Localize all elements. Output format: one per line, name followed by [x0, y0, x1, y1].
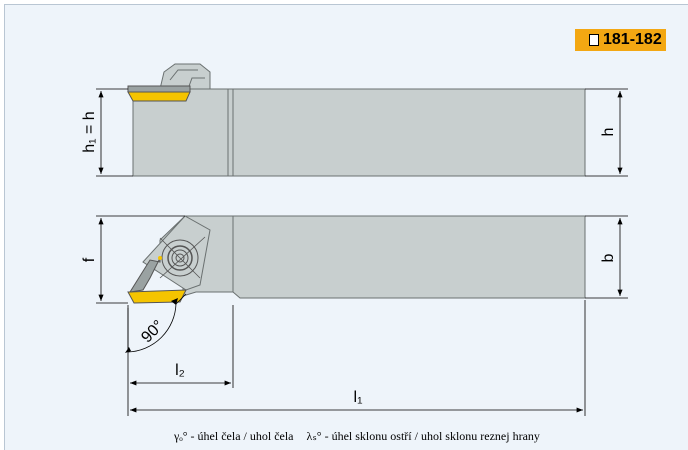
label-f: f [81, 257, 98, 262]
dimension-lines [96, 88, 628, 416]
label-h: h [600, 128, 617, 137]
page-reference-text: 181-182 [603, 31, 662, 48]
insert-top [127, 91, 191, 102]
legend-lambda: λₛ° - úhel sklonu ostří / uhol sklonu re… [306, 429, 540, 443]
legend: γₒ° - úhel čela / uhol čela λₛ° - úhel s… [174, 429, 550, 444]
legend-gamma: γₒ° - úhel čela / uhol čela [174, 429, 294, 443]
insert-plan [127, 289, 187, 304]
page-reference-badge[interactable]: 181-182 [575, 29, 666, 51]
label-h1-eq-h: h₁ = h [81, 111, 98, 152]
label-l1: l₁ [354, 389, 363, 406]
side-view [127, 63, 586, 177]
label-b: b [600, 253, 617, 262]
plan-view [127, 215, 586, 304]
document-icon [589, 34, 599, 46]
label-angle: 90° [138, 317, 167, 346]
label-l2: l₂ [175, 362, 185, 379]
